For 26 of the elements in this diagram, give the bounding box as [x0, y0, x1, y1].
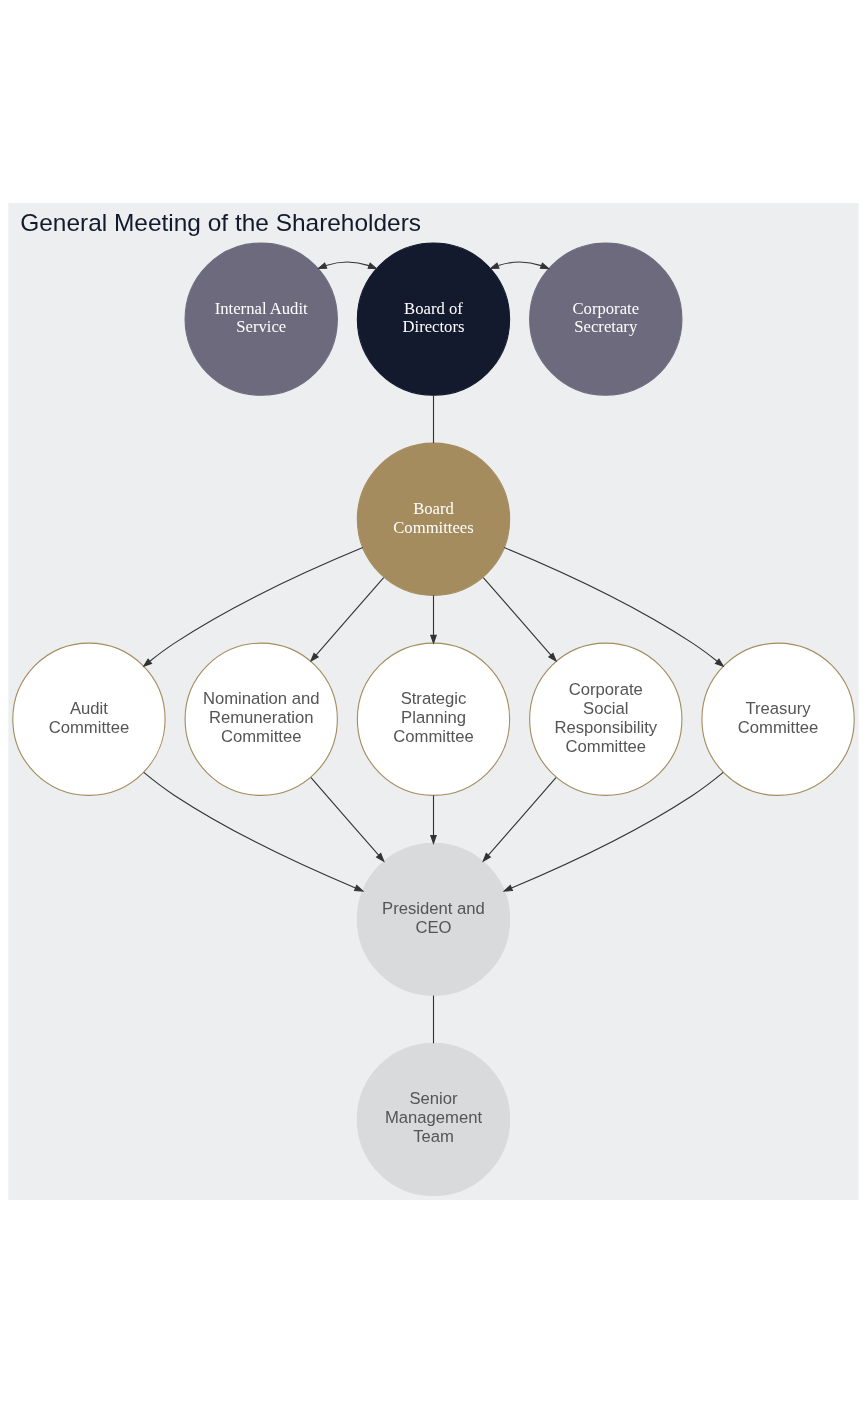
node-circle: Senior Management Team: [356, 1042, 511, 1197]
node-circle: Internal Audit Service: [184, 242, 338, 396]
node-circle: Nomination and Remuneration Committee: [184, 642, 338, 796]
node-circle: Board Committees: [356, 442, 511, 596]
node-circle: Audit Committee: [12, 642, 166, 796]
connector: [432, 995, 435, 1044]
arrow: [143, 771, 365, 892]
arrow: [489, 261, 551, 270]
node-circle: President and CEO: [356, 842, 511, 997]
node-circle: Corporate Secretary: [529, 242, 683, 396]
arrow: [430, 594, 437, 645]
arrow: [310, 777, 385, 863]
connector: [432, 394, 435, 444]
arrow: [309, 577, 385, 663]
arrow: [316, 261, 378, 270]
diagram-title: General Meeting of the Shareholders: [20, 209, 422, 237]
arrow: [142, 547, 364, 668]
node-circle: Strategic Planning Committee: [356, 642, 511, 796]
node-circle: Corporate Social Responsibility Committee: [529, 642, 683, 796]
arrow: [482, 777, 557, 863]
node-circle: Board of Directors: [356, 242, 511, 396]
node-circle: Treasury Committee: [701, 642, 855, 796]
arrow: [503, 547, 725, 668]
arrow: [430, 794, 437, 845]
arrow: [502, 771, 724, 892]
arrow: [482, 577, 558, 663]
